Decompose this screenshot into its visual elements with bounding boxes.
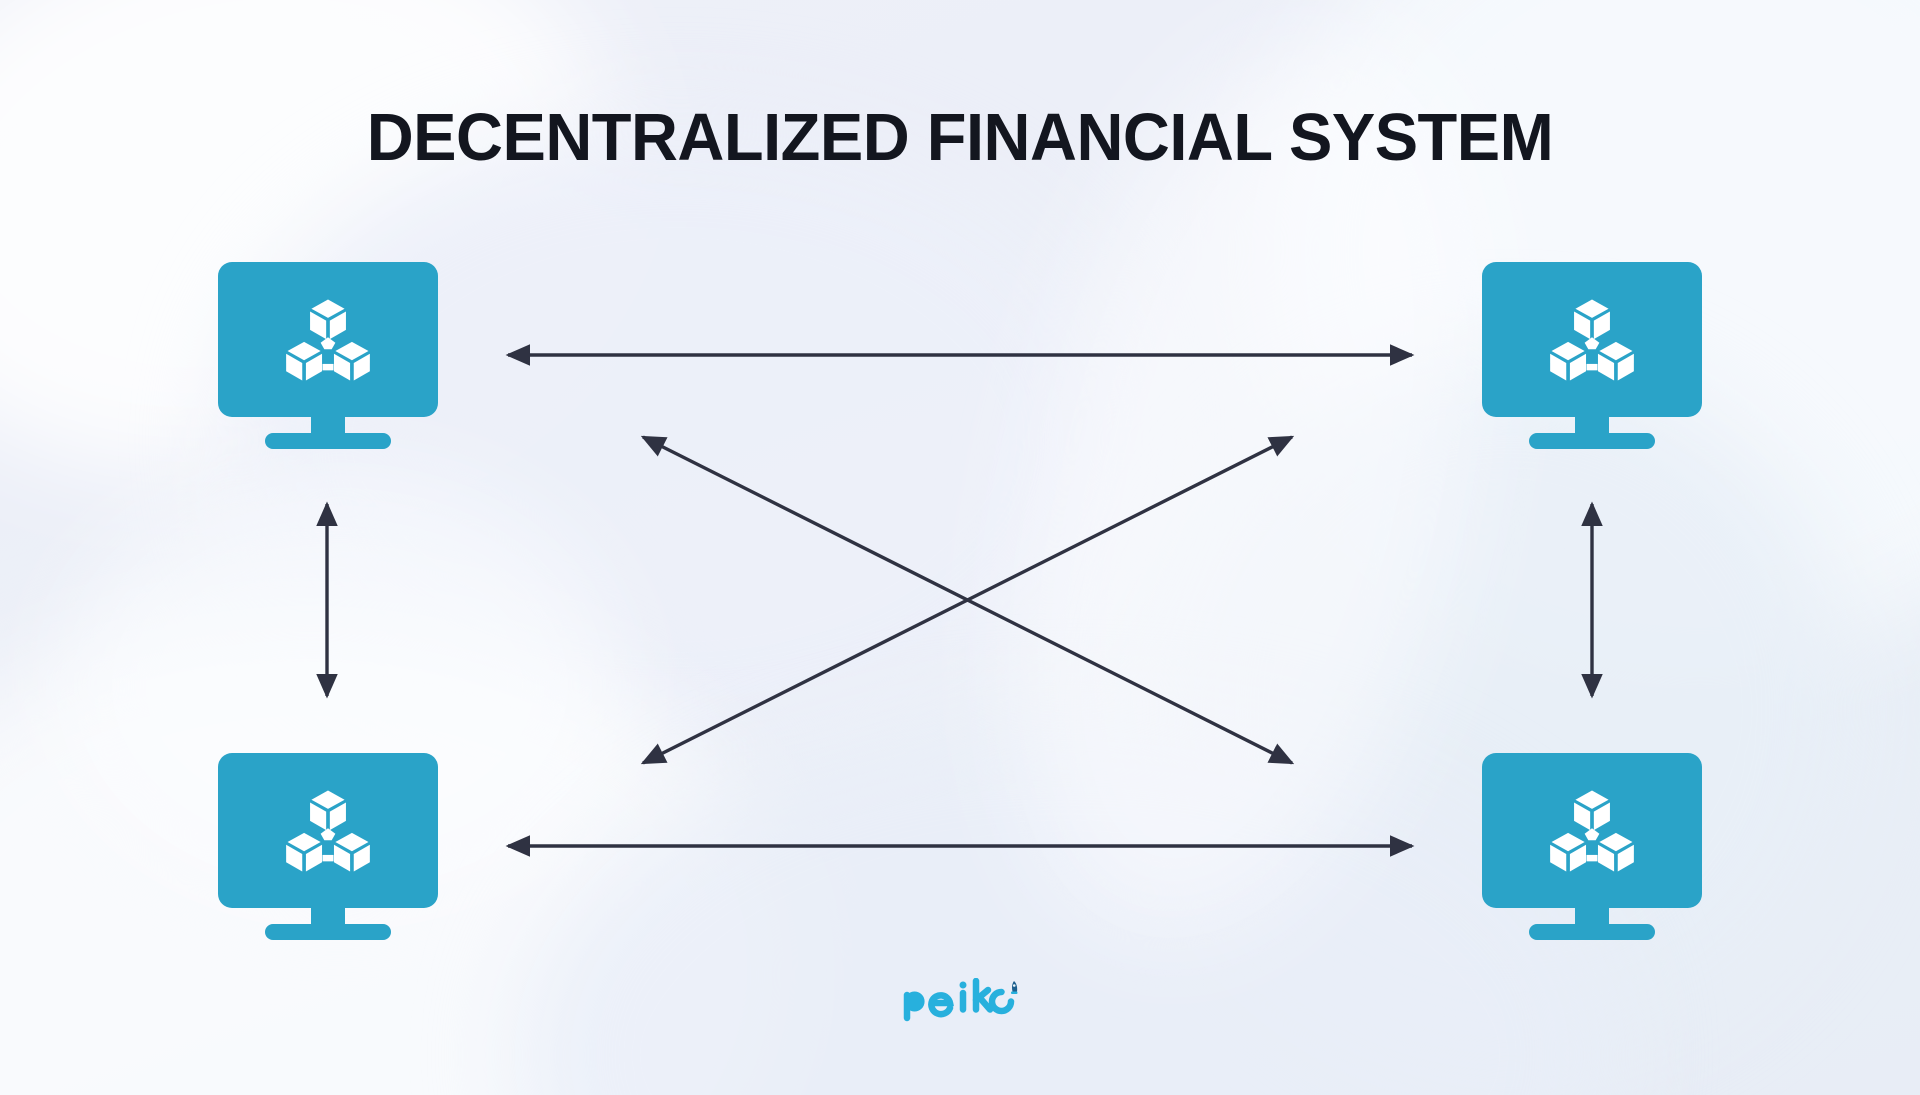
network-node-bottom-left[interactable] [218, 753, 438, 949]
monitor-stand-base [1529, 433, 1655, 449]
monitor-screen [218, 262, 438, 417]
network-node-top-right[interactable] [1482, 262, 1702, 458]
page-title: DECENTRALIZED FINANCIAL SYSTEM [366, 100, 1554, 175]
monitor-screen [218, 753, 438, 908]
monitor-stand-neck [311, 908, 345, 928]
peiko-logo[interactable] [880, 978, 1040, 1034]
blockchain-cubes-icon [286, 790, 370, 871]
monitor-stand-neck [1575, 417, 1609, 437]
network-node-top-left[interactable] [218, 262, 438, 458]
peiko-wordmark-icon [903, 978, 1018, 1022]
monitor-stand-neck [311, 417, 345, 437]
connection-diagonal-bl-tr [640, 435, 1295, 765]
monitor-stand-base [1529, 924, 1655, 940]
monitor-stand-base [265, 924, 391, 940]
network-node-bottom-right[interactable] [1482, 753, 1702, 949]
monitor-stand-base [265, 433, 391, 449]
rocket-accent-icon [1011, 981, 1018, 994]
blockchain-cubes-icon [1550, 299, 1634, 380]
blockchain-cubes-icon [1550, 790, 1634, 871]
peiko-i-dot [959, 981, 967, 989]
monitor-stand-neck [1575, 908, 1609, 928]
blockchain-cubes-icon [286, 299, 370, 380]
monitor-screen [1482, 262, 1702, 417]
monitor-screen [1482, 753, 1702, 908]
